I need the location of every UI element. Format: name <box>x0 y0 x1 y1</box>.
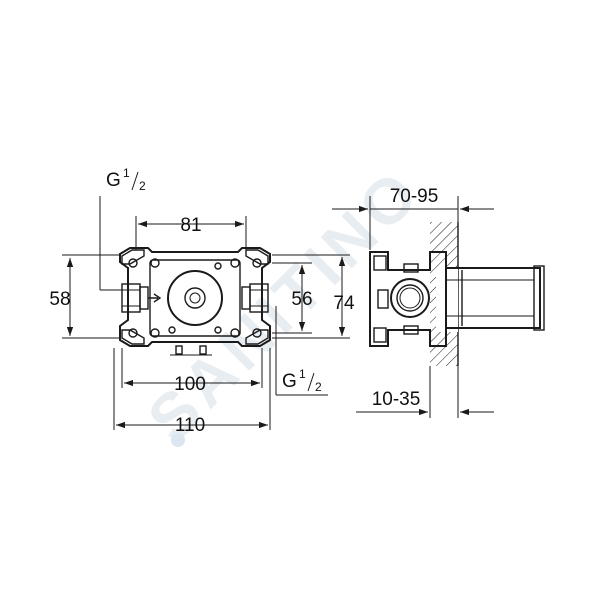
side-left-port <box>377 289 389 309</box>
top-thread-base: G <box>106 170 121 191</box>
extension-sleeve <box>446 265 545 331</box>
corner-slots <box>121 249 269 345</box>
top-thread-den: 2 <box>139 179 146 193</box>
dimension-lines <box>66 220 346 429</box>
flow-arrow-icon <box>148 293 162 303</box>
dim-bottom-outer: 110 <box>175 415 205 436</box>
dim-left-height: 58 <box>49 289 70 310</box>
left-port <box>121 283 149 313</box>
front-view: 81 58 56 74 100 110 G 1 2 G 1 2 <box>49 166 355 436</box>
right-port <box>241 283 269 313</box>
top-thread-label: G 1 2 <box>106 166 146 193</box>
bottom-thread-label: G 1 2 <box>282 367 322 394</box>
side-bottom-port <box>403 325 419 335</box>
watermark-dot-icon <box>171 433 185 447</box>
extension-lines <box>62 196 350 430</box>
side-bottom-tab <box>373 327 387 343</box>
side-outlet-icon <box>390 278 430 318</box>
side-top-port <box>403 263 419 273</box>
bottom-thread-num: 1 <box>299 367 306 381</box>
bottom-thread-den: 2 <box>315 380 322 394</box>
mounting-plate <box>119 247 271 347</box>
side-dimension-lines <box>332 205 494 416</box>
side-top-tab <box>373 255 387 271</box>
dim-bottom-inner: 100 <box>174 374 206 395</box>
dim-depth-bottom: 10-35 <box>372 389 421 410</box>
center-outlet-icon <box>167 270 223 326</box>
dim-top-width: 81 <box>180 215 201 236</box>
screw-holes <box>128 258 262 338</box>
bottom-fittings <box>170 345 212 356</box>
dim-depth-top: 70-95 <box>390 186 439 207</box>
top-thread-num: 1 <box>123 166 130 180</box>
bottom-thread-base: G <box>282 371 297 392</box>
dim-right-outer: 74 <box>333 293 355 314</box>
dim-right-inner: 56 <box>291 289 312 310</box>
side-body <box>369 251 447 347</box>
side-view: 70-95 10-35 <box>332 186 545 418</box>
